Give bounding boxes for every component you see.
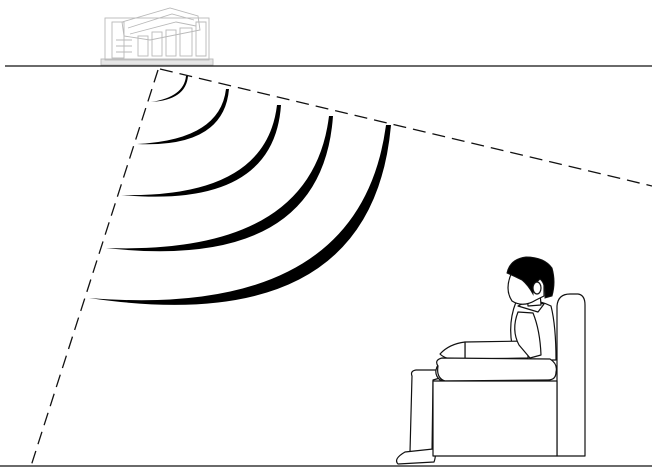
listener-hair <box>506 256 555 299</box>
coverage-right-edge <box>159 68 652 187</box>
armchair-side <box>432 380 558 457</box>
armchair <box>556 293 586 457</box>
coverage-cone <box>30 68 652 467</box>
sound-wave <box>106 116 333 252</box>
listener-upper-arm <box>514 311 542 359</box>
coverage-left-edge <box>30 69 159 467</box>
armchair-arm <box>436 357 557 382</box>
sound-wave <box>89 125 391 305</box>
listener-ear <box>532 281 542 295</box>
sound-wave <box>151 76 188 102</box>
listener-shoe <box>395 448 436 465</box>
armchair-front <box>432 357 558 457</box>
listener-hand <box>439 341 466 361</box>
armchair-back <box>556 293 586 457</box>
sound-waves <box>89 76 391 305</box>
ceiling-speaker <box>100 7 214 66</box>
sound-wave <box>137 89 229 145</box>
sound-wave <box>121 105 281 197</box>
